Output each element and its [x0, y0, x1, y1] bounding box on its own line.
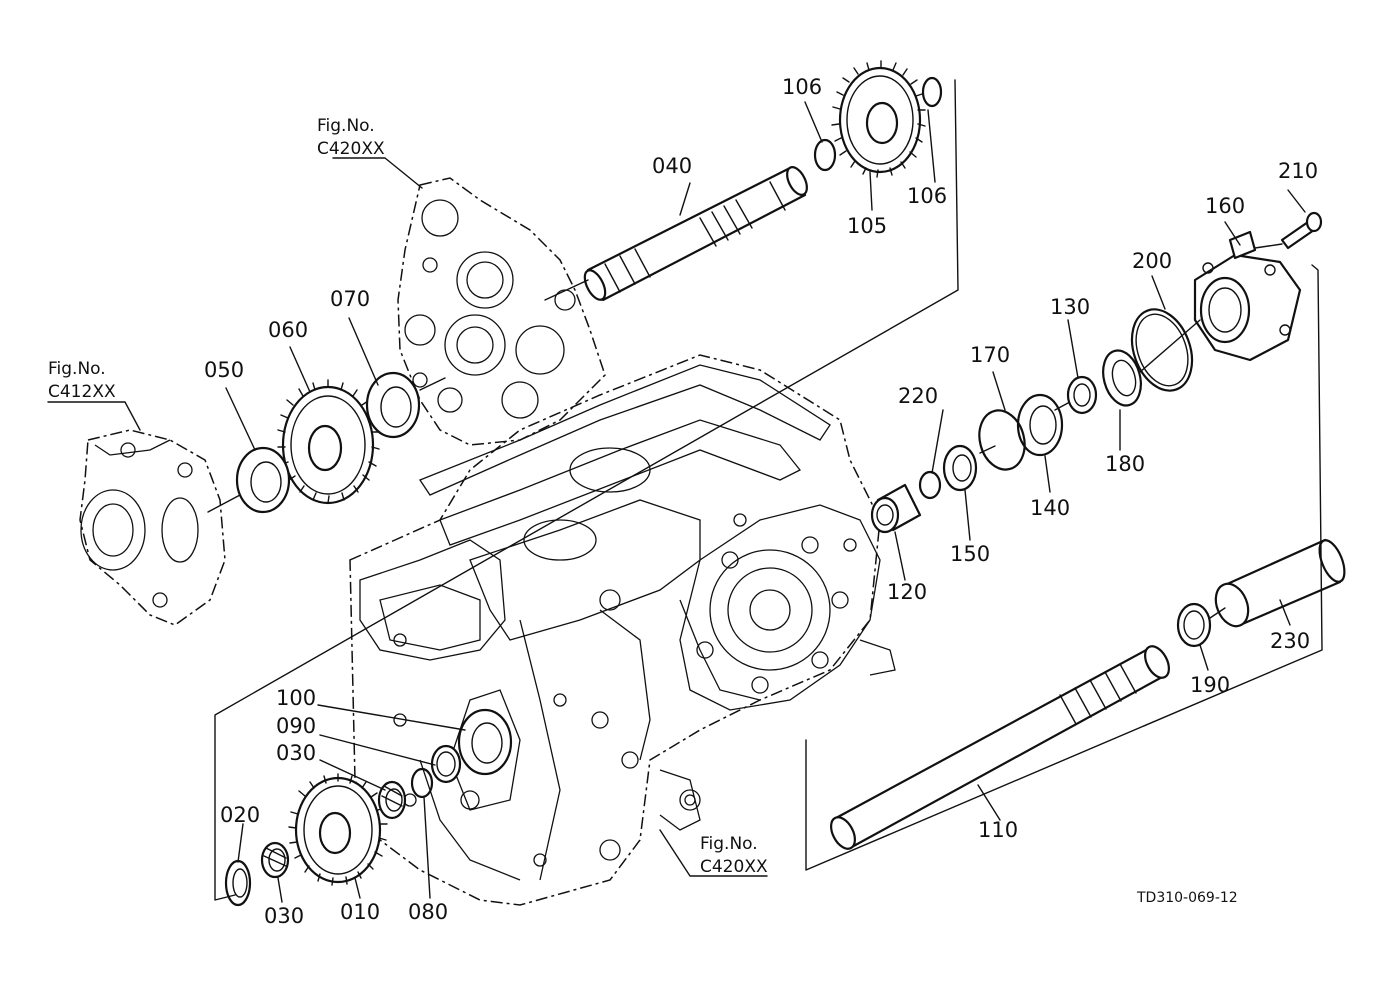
- drawing-code: TD310-069-12: [1136, 890, 1238, 906]
- shaft-110: [829, 645, 1171, 850]
- part-label-060[interactable]: 060: [268, 318, 308, 342]
- gear-010: [288, 773, 388, 886]
- ring-080: [410, 767, 434, 799]
- part-label-200[interactable]: 200: [1132, 249, 1172, 273]
- fig-ref-left-line2[interactable]: C412XX: [48, 382, 116, 402]
- part-label-140[interactable]: 140: [1030, 496, 1070, 520]
- bushing-230: [1214, 538, 1346, 628]
- pto-housing: [79, 429, 226, 626]
- snap-ring-106-a: [813, 138, 837, 172]
- part-label-106-b[interactable]: 106: [907, 184, 947, 208]
- seal-190: [1176, 602, 1212, 648]
- part-label-090[interactable]: 090: [276, 714, 316, 738]
- fig-ref-bottom-line2[interactable]: C420XX: [700, 857, 768, 877]
- bearing-030-b: [377, 780, 407, 820]
- bearing-050: [235, 446, 291, 514]
- snap-ring-106-b: [921, 76, 943, 108]
- part-label-080[interactable]: 080: [408, 900, 448, 924]
- spacer-130: [1066, 375, 1098, 415]
- part-label-170[interactable]: 170: [970, 343, 1010, 367]
- part-label-070[interactable]: 070: [330, 287, 370, 311]
- seal-090: [430, 744, 462, 784]
- part-label-180[interactable]: 180: [1105, 452, 1145, 476]
- part-label-030-b[interactable]: 030: [264, 904, 304, 928]
- fig-ref-bottom-line1[interactable]: Fig.No.: [700, 834, 758, 854]
- bearing-150: [942, 444, 978, 492]
- fig-ref-left-line1[interactable]: Fig.No.: [48, 359, 106, 379]
- part-label-160[interactable]: 160: [1205, 194, 1245, 218]
- shaft-040: [583, 166, 808, 302]
- part-label-190[interactable]: 190: [1190, 673, 1230, 697]
- part-label-050[interactable]: 050: [204, 358, 244, 382]
- part-label-220[interactable]: 220: [898, 384, 938, 408]
- o-ring-200: [1130, 308, 1194, 392]
- washer-020: [224, 859, 252, 907]
- part-label-105[interactable]: 105: [847, 214, 887, 238]
- leader-lines: [47, 101, 1306, 903]
- part-label-230[interactable]: 230: [1270, 629, 1310, 653]
- transmission-case: [349, 354, 896, 906]
- bearing-070: [365, 371, 421, 439]
- part-label-130[interactable]: 130: [1050, 295, 1090, 319]
- ring-220: [918, 470, 942, 500]
- bearing-140: [1016, 393, 1064, 457]
- part-label-150[interactable]: 150: [950, 542, 990, 566]
- snap-ring-170: [978, 409, 1026, 471]
- bearing-100: [457, 708, 513, 776]
- bearing-180: [1102, 349, 1142, 407]
- part-label-030[interactable]: 030: [276, 741, 316, 765]
- part-label-106[interactable]: 106: [782, 75, 822, 99]
- part-label-010[interactable]: 010: [340, 900, 380, 924]
- fig-ref-top-line2[interactable]: C420XX: [317, 139, 385, 159]
- assembly-axis-lines: [207, 79, 1323, 901]
- front-housing: [397, 177, 606, 446]
- part-label-100[interactable]: 100: [276, 686, 316, 710]
- part-label-020[interactable]: 020: [220, 803, 260, 827]
- gear-060: [277, 379, 380, 505]
- bolt-210: [1280, 211, 1323, 250]
- part-label-040[interactable]: 040: [652, 154, 692, 178]
- gear-105: [831, 60, 926, 178]
- part-label-110[interactable]: 110: [978, 818, 1018, 842]
- bearing-120: [870, 483, 922, 534]
- part-label-120[interactable]: 120: [887, 580, 927, 604]
- cover-160: [1193, 230, 1302, 362]
- bearing-030-a: [260, 841, 290, 879]
- part-label-210[interactable]: 210: [1278, 159, 1318, 183]
- fig-ref-top-line1[interactable]: Fig.No.: [317, 116, 375, 136]
